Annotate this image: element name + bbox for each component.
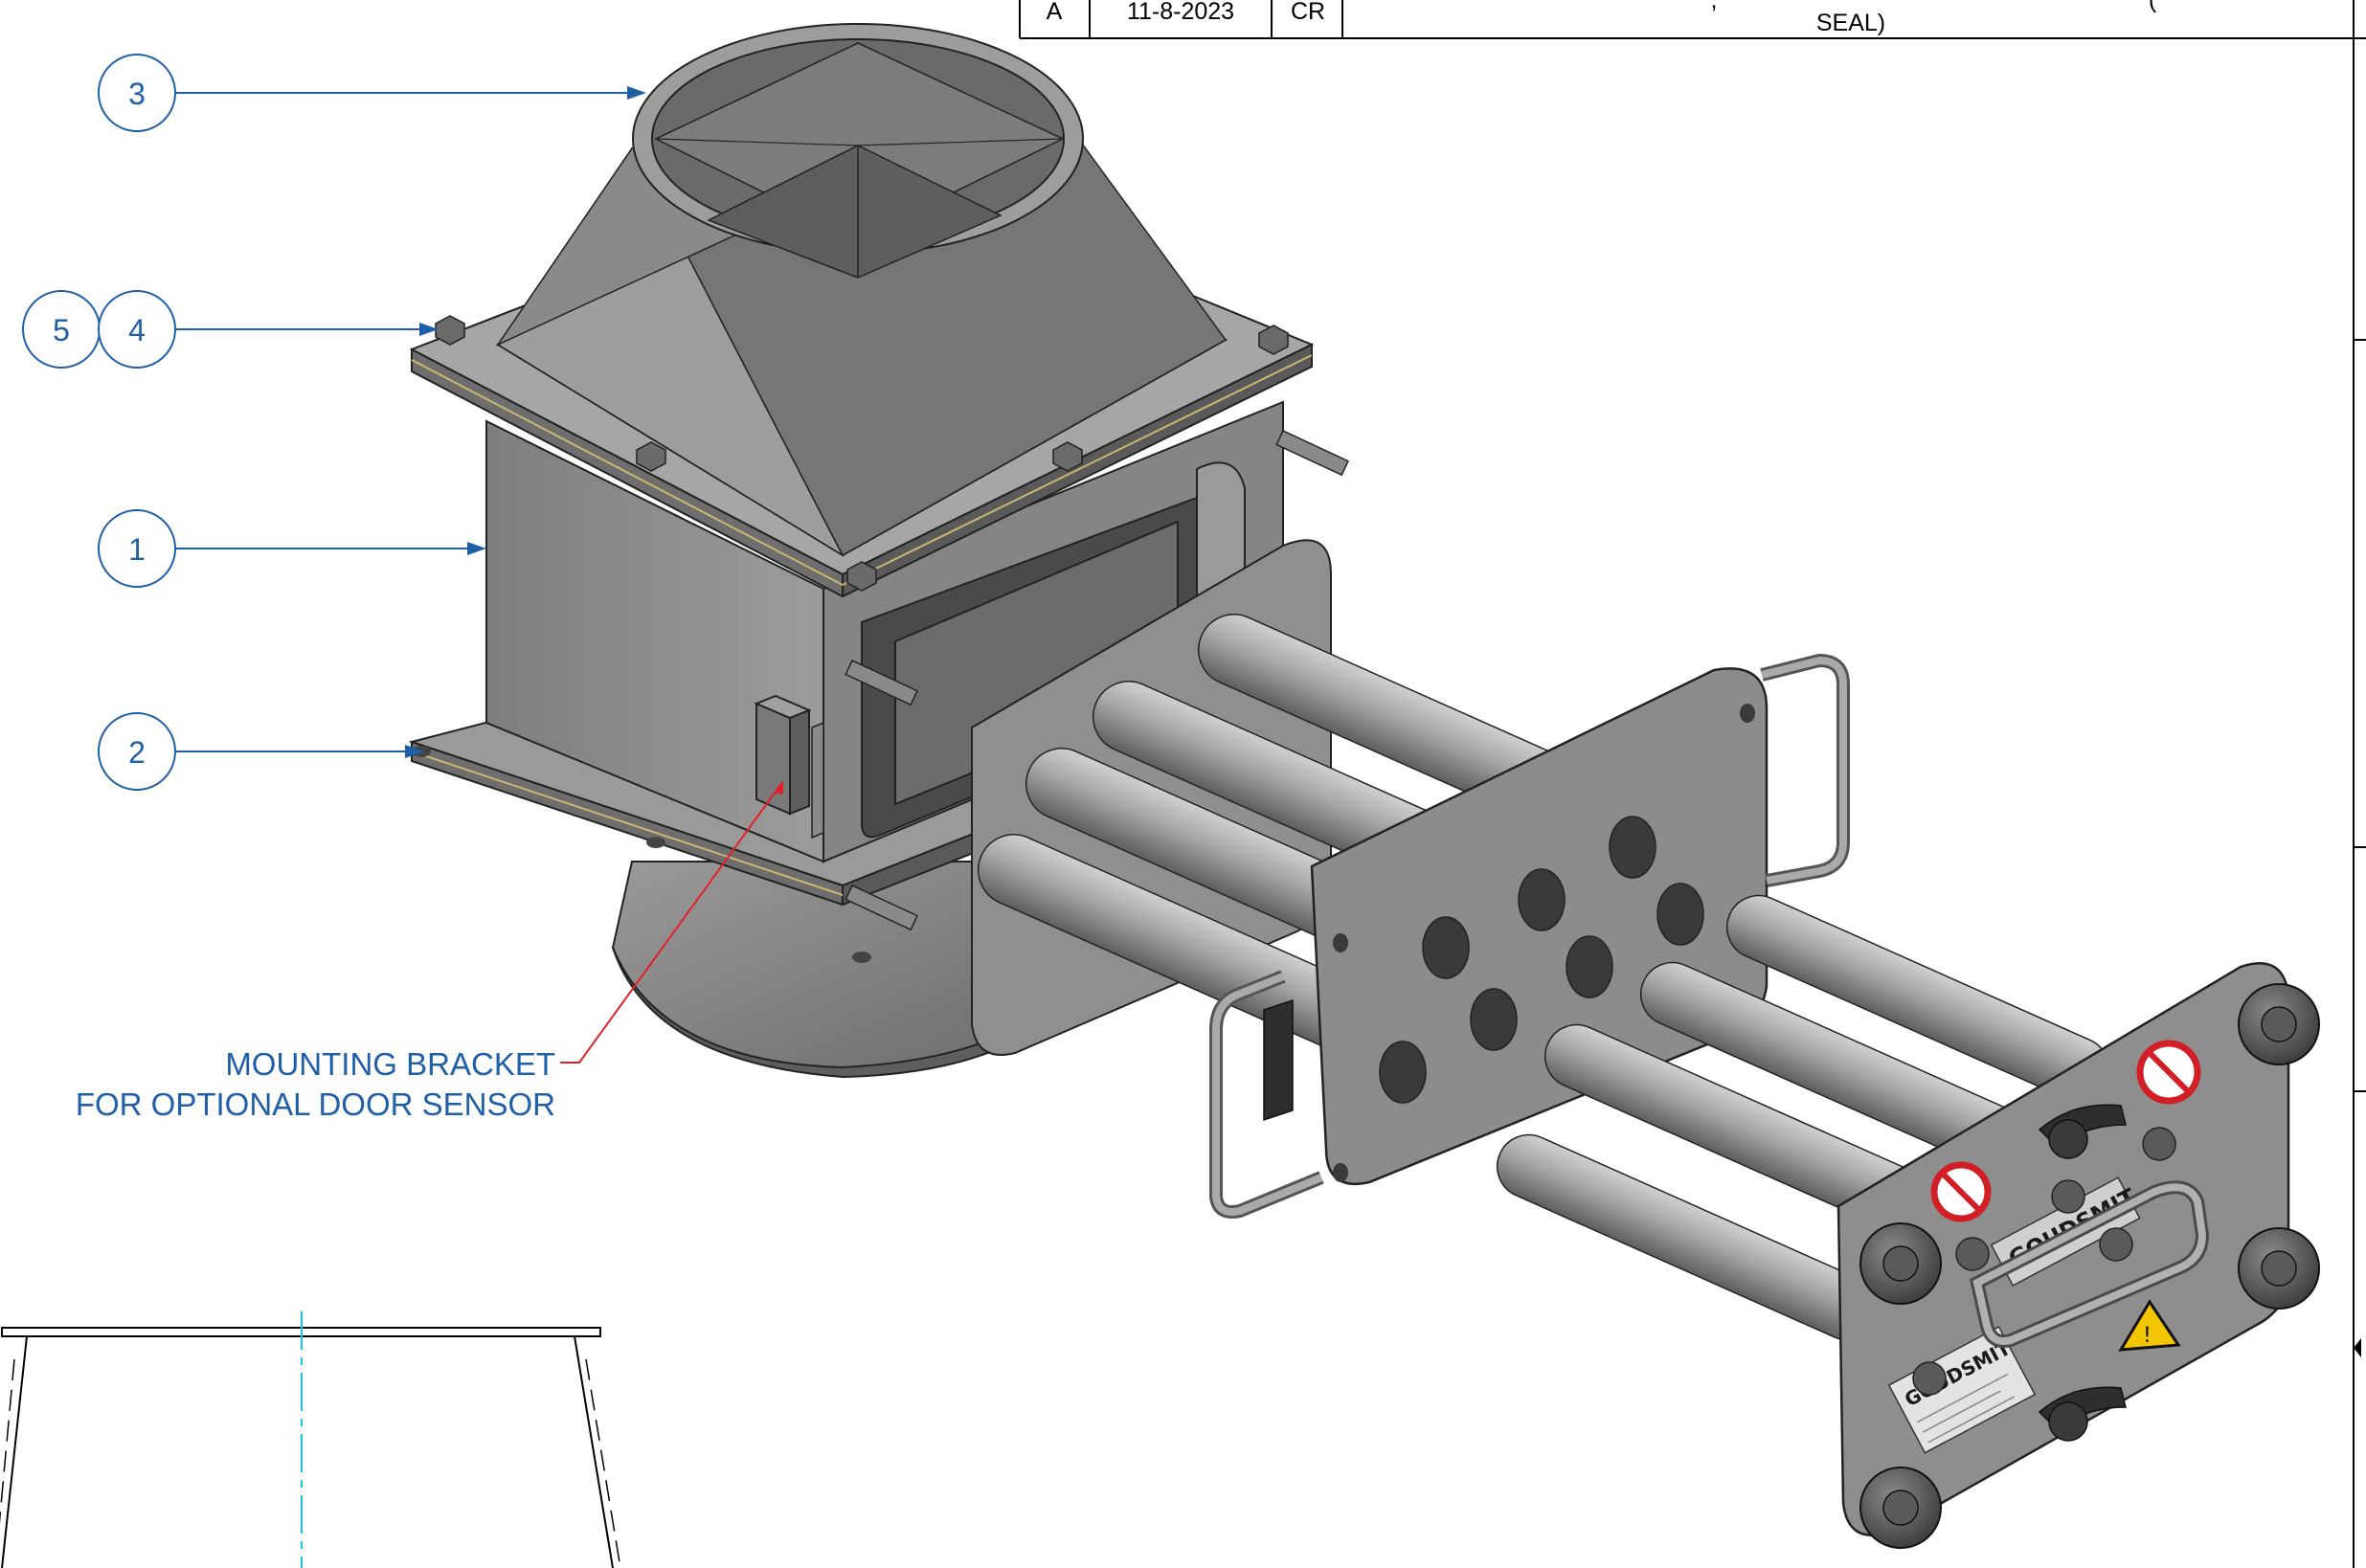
star-knob-icon-3 (1859, 1222, 1942, 1305)
wing-nut-icon-2 (2038, 1386, 2127, 1442)
star-knob-icon-2 (2238, 1227, 2320, 1310)
balloon-4: 4 (98, 290, 439, 369)
svg-text:5: 5 (53, 313, 70, 347)
magnet-tubes-front (1496, 894, 2110, 1341)
star-knob-icon-4 (1859, 1467, 1942, 1549)
rev-author: CR (1291, 0, 1325, 25)
separator-housing (408, 23, 1349, 1079)
svg-text:1: 1 (128, 532, 146, 567)
balloon-5: 5 (22, 290, 101, 369)
flange-bolts-upper (435, 315, 1289, 592)
rev-date: 11-8-2023 (1127, 0, 1234, 25)
rev-letter: A (1047, 0, 1063, 25)
revision-table: A 11-8-2023 CR , ( SEAL) (1019, 0, 2366, 39)
balloon-1: 1 (98, 509, 486, 588)
rev-description-fragment-right: ( (2149, 0, 2157, 13)
prohibition-sign-icon (2136, 1040, 2201, 1105)
note-line-2: FOR OPTIONAL DOOR SENSOR (76, 1086, 555, 1122)
magnet-drawer: GOUDSMIT GOUDSMIT ! (971, 539, 2320, 1549)
wing-nut-icon (2038, 1104, 2127, 1159)
svg-text:2: 2 (128, 735, 146, 770)
sheet-border (2353, 0, 2366, 1568)
magnet-warning-icon: ! (2118, 1299, 2181, 1352)
door-sensor-note: MOUNTING BRACKET FOR OPTIONAL DOOR SENSO… (76, 780, 783, 1122)
rev-description-line2: SEAL) (1816, 10, 1885, 36)
plate-logo-nameplate: GOUDSMIT (1887, 1325, 2037, 1454)
threaded-studs (845, 430, 1349, 931)
note-line-1: MOUNTING BRACKET (225, 1046, 555, 1082)
prohibition-sign-icon-2 (1930, 1161, 1992, 1222)
svg-text:4: 4 (128, 313, 146, 347)
callout-balloons: 3 5 4 1 2 (22, 54, 646, 791)
svg-text:!: ! (2143, 1324, 2152, 1348)
plate-holes (1333, 704, 1755, 1182)
rev-description-fragment: , (1711, 0, 1718, 13)
balloon-3: 3 (98, 54, 646, 132)
plate-bolts (1912, 1127, 2176, 1396)
balloon-2: 2 (98, 712, 424, 791)
star-knob-icon (2238, 983, 2320, 1065)
svg-text:3: 3 (128, 77, 146, 111)
door-sensor (1263, 998, 1294, 1122)
section-view (0, 1311, 621, 1568)
